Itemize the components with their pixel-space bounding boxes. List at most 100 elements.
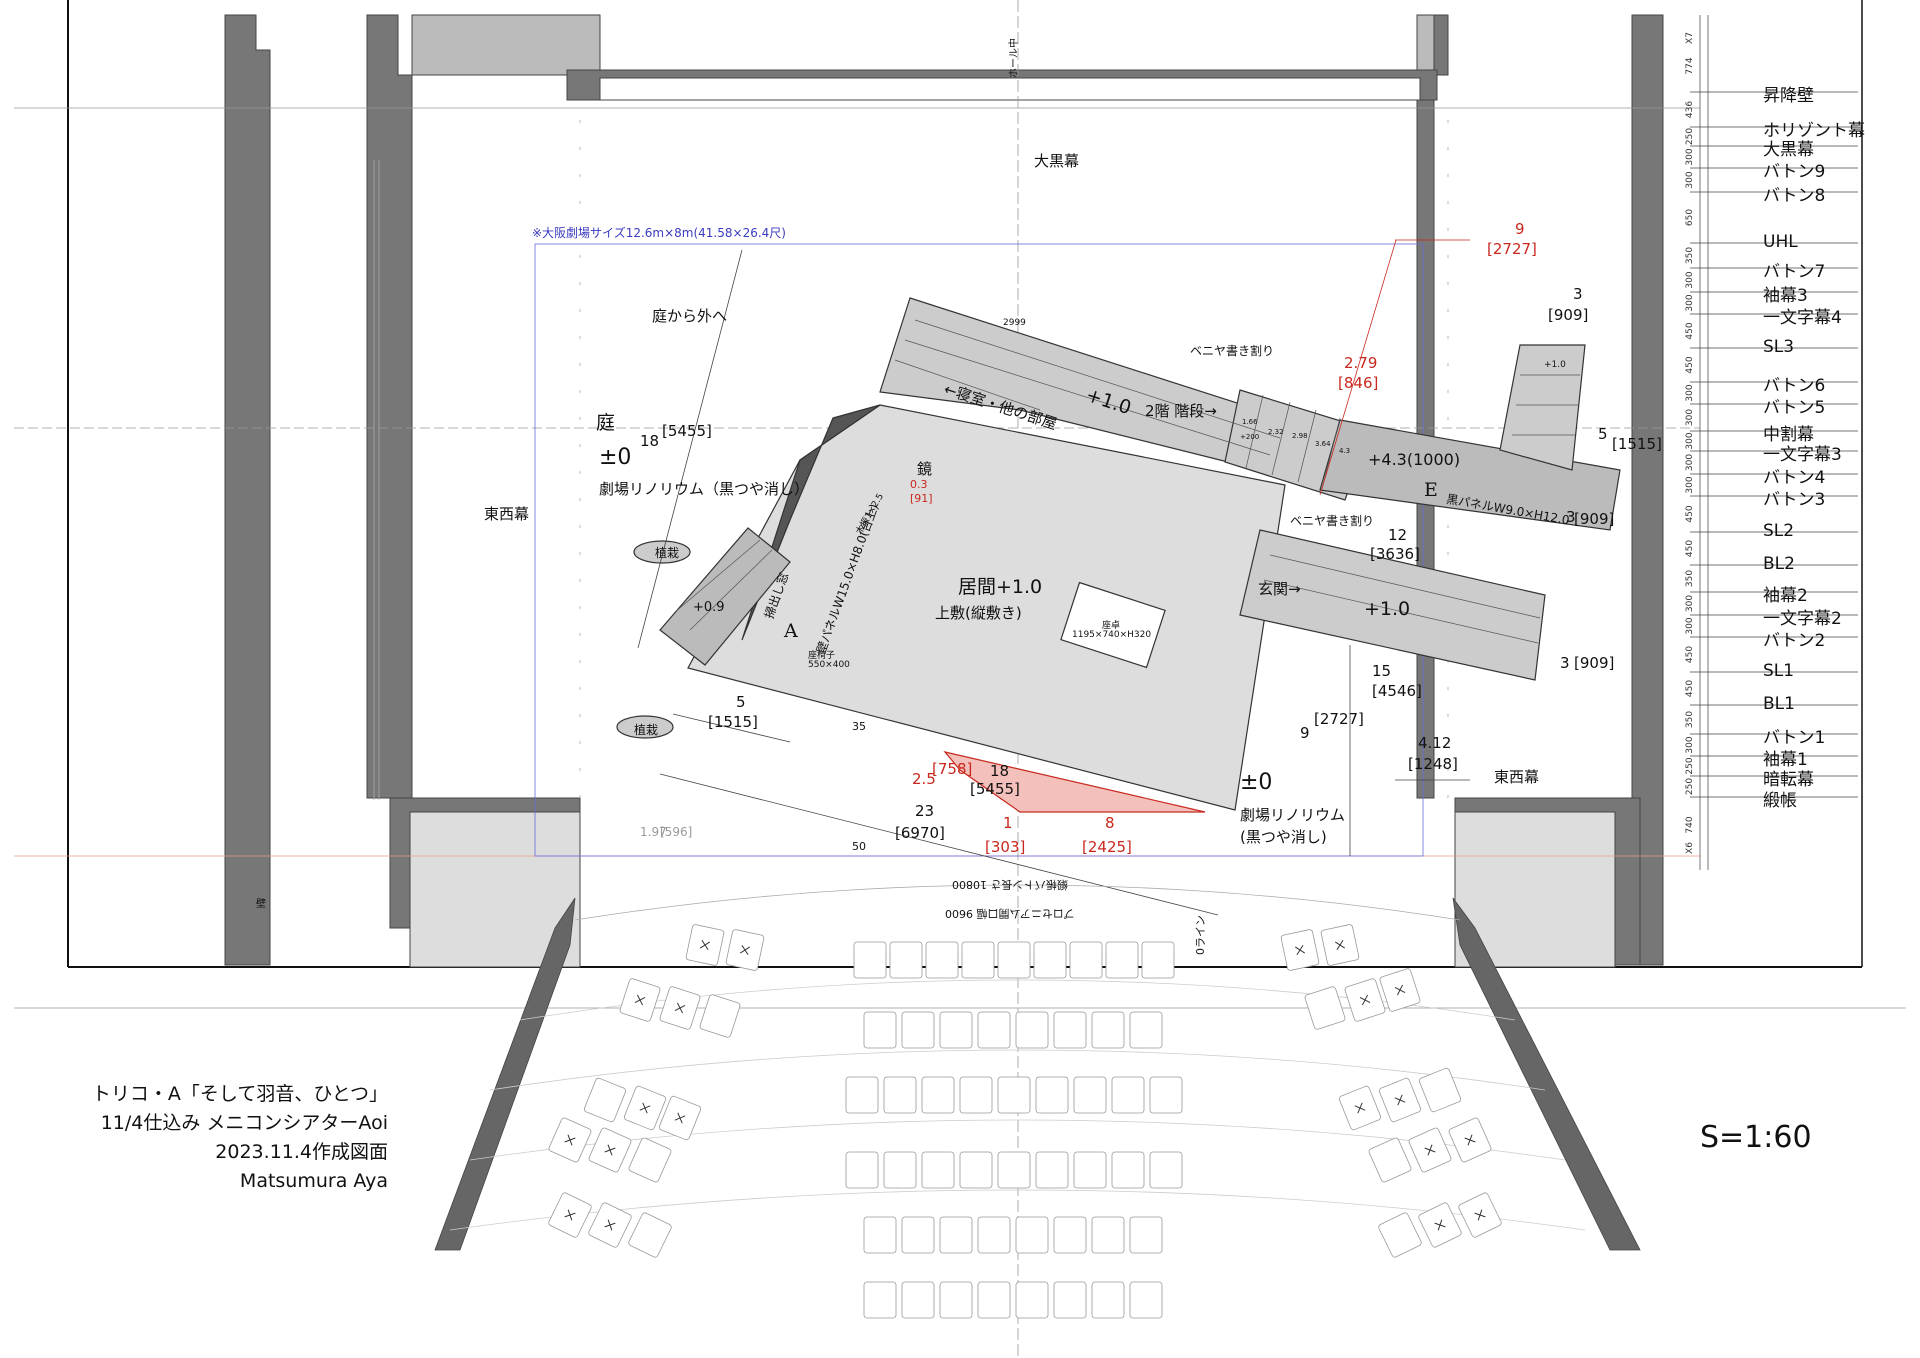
table-size: 1195×740×H320 — [1072, 630, 1152, 640]
chair-name: 座椅子 — [808, 651, 836, 661]
seat-48 — [1053, 1281, 1087, 1319]
seat-1 — [889, 941, 923, 979]
seat-6 — [1069, 941, 1103, 979]
rail-label-7: 袖幕3 — [1763, 286, 1808, 306]
rail-label-10: バトン6 — [1763, 376, 1826, 396]
stairs-mark-5: 3.64 — [1315, 440, 1331, 448]
seat-61 — [628, 1137, 672, 1183]
dim-3c: 3 — [1560, 654, 1570, 672]
rail-dim-0: 774 — [1685, 57, 1695, 74]
seat-19 — [921, 1076, 955, 1114]
dim-197: 1.97 — [640, 825, 667, 839]
seat-50 — [1129, 1281, 1163, 1319]
rail-label-23: バトン1 — [1763, 728, 1826, 748]
seat-28 — [921, 1151, 955, 1189]
hole-center-label: ホール中 — [1009, 38, 1020, 78]
dim-18cb: [5455] — [970, 780, 1020, 798]
stair-treads — [674, 319, 1580, 644]
seat-36 — [901, 1216, 935, 1254]
seat-40 — [1053, 1216, 1087, 1254]
seat-21 — [997, 1076, 1031, 1114]
seat-22 — [1035, 1076, 1069, 1114]
chair-size: 550×400 — [808, 660, 850, 670]
plant-2: 植栽 — [634, 723, 659, 737]
rail-extra-1: X7 — [1685, 32, 1695, 44]
rail-label-18: 袖幕2 — [1763, 586, 1808, 606]
seat-54 — [659, 986, 701, 1030]
rail-label-26: 緞帳 — [1763, 791, 1797, 811]
niwa-exit-label: 庭から外へ — [652, 307, 728, 325]
seat-13 — [1015, 1011, 1049, 1049]
dim-1b: [303] — [985, 838, 1026, 856]
level-right: ±0 — [1240, 770, 1273, 795]
dimension-lines — [637, 239, 1470, 916]
seat-39 — [1015, 1216, 1049, 1254]
seat-9 — [863, 1011, 897, 1049]
seat-65 — [1280, 929, 1320, 971]
seat-74 — [1408, 1127, 1452, 1173]
dim-279: 2.79 — [1344, 354, 1378, 372]
rail-dim-23: 350 — [1685, 711, 1695, 728]
wall-label: 壁 — [256, 899, 266, 910]
seat-0 — [853, 941, 887, 979]
stairs-label: 2階 階段→ — [1145, 402, 1217, 420]
seat-71 — [1378, 1077, 1422, 1123]
tozai-right: 東西幕 — [1494, 768, 1540, 786]
pros-label-1: 緞帳バトン長さ 10800 — [952, 878, 1068, 891]
linoleum-right-1: 劇場リノリウム — [1240, 806, 1346, 824]
seat-69 — [1379, 968, 1421, 1012]
dim-9: 9 — [1515, 220, 1525, 238]
seat-24 — [1111, 1076, 1145, 1114]
dim-9cb: [2727] — [1314, 710, 1364, 728]
e-level: +4.3(1000) — [1368, 450, 1461, 469]
rail-label-16: SL2 — [1763, 521, 1795, 541]
seat-76 — [1378, 1212, 1422, 1258]
rail-label-25: 暗転幕 — [1763, 770, 1814, 790]
rail-dim-21: 450 — [1685, 646, 1695, 663]
rail-extra-2: X6 — [1685, 842, 1695, 854]
rail-label-11: バトン5 — [1763, 398, 1826, 418]
stairs-mark-6: 4.3 — [1339, 447, 1351, 455]
dim-412: 4.12 — [1418, 734, 1452, 752]
seat-72 — [1418, 1067, 1462, 1113]
seat-44 — [901, 1281, 935, 1319]
rail-dim-1: 436 — [1685, 101, 1695, 118]
veneer-label-1: ベニヤ書き割り — [1190, 344, 1275, 358]
niwa-label: 庭 — [596, 412, 616, 434]
seat-64 — [628, 1212, 672, 1258]
dim-8: 8 — [1105, 814, 1115, 832]
seat-77 — [1418, 1202, 1462, 1248]
rail-extra-0: 740 — [1685, 816, 1695, 833]
rail-label-3: バトン9 — [1763, 162, 1826, 182]
linoleum-right-2: (黒つや消し) — [1240, 828, 1327, 846]
seat-23 — [1073, 1076, 1107, 1114]
dim-12: 12 — [1388, 526, 1408, 544]
table-name: 座卓 — [1102, 621, 1121, 631]
seat-32 — [1073, 1151, 1107, 1189]
scale-label: S=1:60 — [1700, 1120, 1812, 1155]
rail-dim-6: 350 — [1685, 247, 1695, 264]
rail-dim-5: 650 — [1685, 209, 1695, 226]
title-block: トリコ・A「そして羽音、ひとつ」 11/4仕込み メニコンシアターAoi 202… — [92, 1080, 388, 1196]
dim-15: 15 — [1372, 662, 1392, 680]
dim-35: 35 — [852, 720, 866, 733]
rail-label-14: バトン4 — [1763, 468, 1826, 488]
stairs-mark-4: 2.98 — [1292, 432, 1308, 440]
tozai-left: 東西幕 — [484, 505, 530, 523]
seat-60 — [588, 1127, 632, 1173]
rail-dim-9: 450 — [1685, 322, 1695, 339]
dim-3ab: [909] — [1548, 306, 1589, 324]
rail-dim-18: 350 — [1685, 570, 1695, 587]
a-letter: A — [784, 620, 798, 642]
seat-66 — [1320, 924, 1360, 966]
seat-5 — [1033, 941, 1067, 979]
oguro-label: 大黒幕 — [1034, 152, 1080, 170]
rail-dim-2: 250 — [1685, 128, 1695, 145]
dim-15b: [4546] — [1372, 682, 1422, 700]
seat-30 — [997, 1151, 1031, 1189]
seat-68 — [1344, 978, 1386, 1022]
dim-23: 23 — [915, 802, 935, 820]
seat-26 — [845, 1151, 879, 1189]
dim-197b: [596] — [660, 825, 693, 839]
